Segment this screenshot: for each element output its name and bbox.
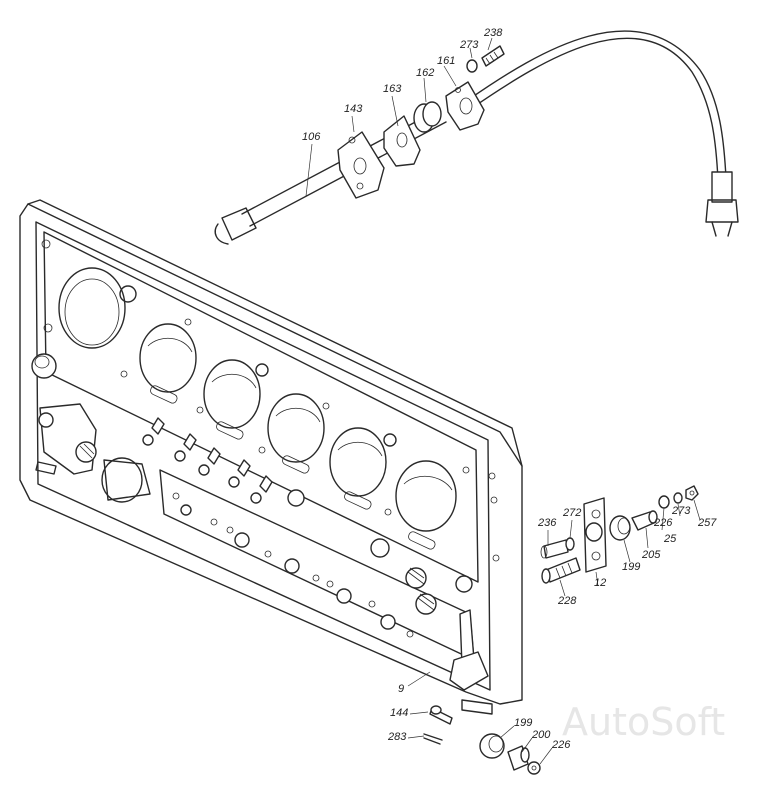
label-162: 162 bbox=[416, 67, 435, 79]
bulb-200 bbox=[507, 745, 530, 771]
label-228: 228 bbox=[558, 595, 577, 607]
watermark: AutoSoft bbox=[562, 700, 726, 744]
left-knob bbox=[31, 353, 57, 379]
label-273-right: 273 bbox=[672, 505, 691, 517]
label-238-top: 238 bbox=[484, 27, 503, 39]
gauge-opening-large bbox=[58, 267, 126, 349]
cotter-283 bbox=[423, 733, 443, 745]
label-226-right: 226 bbox=[654, 517, 673, 529]
gauge-opening-2 bbox=[139, 323, 197, 393]
speedometer-cable bbox=[467, 30, 739, 237]
indicator-slots bbox=[150, 385, 436, 550]
flange-143 bbox=[337, 131, 385, 199]
toggle-switches bbox=[142, 417, 305, 507]
washer-273-top bbox=[466, 59, 478, 73]
label-161: 161 bbox=[437, 55, 456, 67]
washer-273-right bbox=[673, 492, 683, 504]
screw-236 bbox=[540, 539, 569, 559]
screw-238-top bbox=[481, 45, 505, 67]
lower-controls bbox=[172, 492, 473, 638]
washer-226-right bbox=[658, 495, 670, 509]
label-226-bottom: 226 bbox=[552, 739, 571, 751]
gauge-opening-3 bbox=[203, 359, 261, 429]
label-12: 12 bbox=[594, 577, 607, 589]
label-143: 143 bbox=[344, 103, 363, 115]
label-205: 205 bbox=[642, 549, 661, 561]
label-106: 106 bbox=[302, 131, 321, 143]
label-257: 257 bbox=[698, 517, 717, 529]
label-272: 272 bbox=[563, 507, 582, 519]
gasket-163 bbox=[383, 115, 421, 167]
label-9: 9 bbox=[398, 683, 405, 695]
label-236: 236 bbox=[538, 517, 557, 529]
nut-257 bbox=[685, 485, 699, 501]
lamp-socket-199-bottom bbox=[479, 733, 505, 759]
flange-161 bbox=[445, 81, 485, 131]
label-283: 283 bbox=[388, 731, 407, 743]
bushing-162 bbox=[413, 101, 442, 133]
pin-144 bbox=[429, 705, 453, 725]
bulb-205 bbox=[631, 510, 658, 531]
label-199-right: 199 bbox=[622, 561, 641, 573]
gauge-opening-6 bbox=[395, 460, 457, 532]
label-163: 163 bbox=[383, 83, 402, 95]
label-273-top: 273 bbox=[460, 39, 479, 51]
leader-lines bbox=[305, 37, 701, 765]
washer-226-bottom bbox=[527, 761, 541, 775]
large-switch-knob bbox=[101, 457, 151, 503]
label-200: 200 bbox=[532, 729, 551, 741]
bolt-228 bbox=[541, 557, 581, 584]
gauge-opening-4 bbox=[267, 393, 325, 463]
bracket-12 bbox=[583, 497, 607, 573]
lever-handle bbox=[449, 609, 489, 691]
left-switch-bracket bbox=[35, 403, 97, 475]
bezel-holes bbox=[41, 239, 500, 562]
label-199-bottom: 199 bbox=[514, 717, 533, 729]
washer-272 bbox=[565, 537, 575, 551]
instrument-panel-9 bbox=[19, 199, 523, 705]
panel-bottom-tab bbox=[461, 699, 493, 715]
label-25: 25 bbox=[664, 533, 677, 545]
label-144: 144 bbox=[390, 707, 409, 719]
lamp-socket-199-right bbox=[609, 515, 631, 541]
